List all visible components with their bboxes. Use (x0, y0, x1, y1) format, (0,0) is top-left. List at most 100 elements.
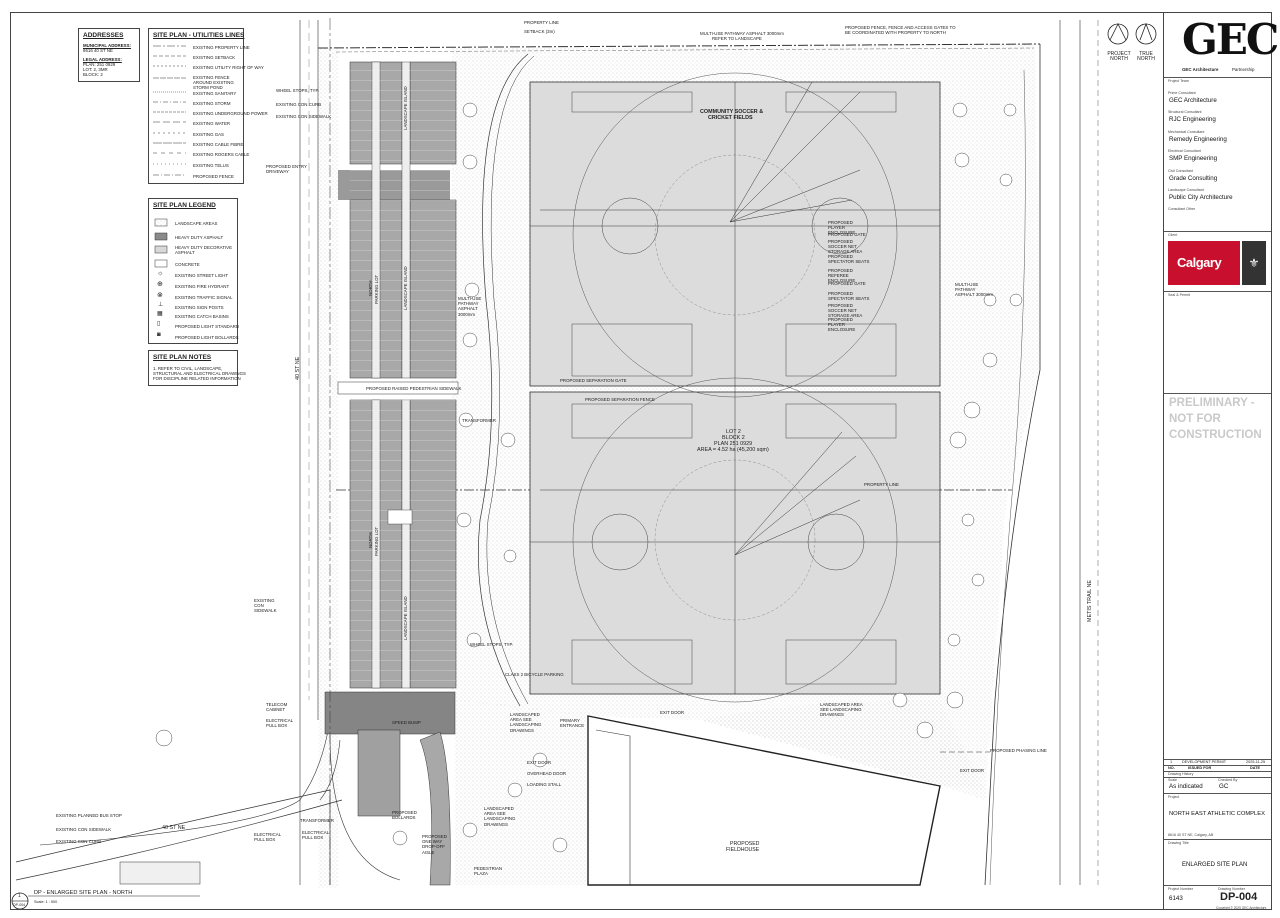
copyright: Copyright © 2025 GEC Architecture (1216, 906, 1267, 910)
notes-line: FOR DISCIPLINE RELATED INFORMATION (153, 376, 241, 381)
setback-line (335, 47, 1035, 53)
municipal-value: 8616 40 ST NE (83, 48, 113, 53)
label-landscape-island-2: LANDSCAPE ISLAND (403, 266, 408, 310)
utility-item: EXISTING CABLE FIBRE (193, 142, 244, 147)
label-wheel-stops: WHEEL STOPS, TYP. (276, 88, 320, 93)
prelim-stamp-2: NOT FOR (1169, 413, 1221, 425)
label-north-lot-s-2: PARKING LOT (374, 526, 379, 556)
drawing-title-ref: DP-004 (13, 903, 26, 907)
notes-title: SITE PLAN NOTES (153, 354, 212, 361)
label-landscape-area-3: LANDSCAPED AREA SEE LANDSCAPING DRAWINGS (820, 702, 863, 718)
project-team-label: Project Team (1168, 79, 1189, 83)
rev-date: 2025-11-25 (1246, 760, 1266, 764)
prime-label: Prime Consultant (1168, 91, 1196, 95)
crossing-island (387, 509, 413, 525)
cricket-circle-north (572, 72, 898, 398)
label-elec-pull-3: ELECTRICAL PULL BOX (302, 830, 329, 841)
legend-item: HEAVY DUTY DECORATIVE ASPHALT (175, 245, 233, 256)
south-road-4 (319, 739, 341, 801)
legend-item: EXISTING STREET LIGHT (175, 273, 229, 278)
label-primary-entrance: PRIMARY ENTRANCE (560, 718, 585, 729)
label-mup-west: MULTI-USE PATHWAY ASPHALT 3000mm (458, 296, 482, 317)
lot-label: AREA = 4.52 ha (45,200 sqm) (697, 447, 769, 453)
label-landscape-area-2: LANDSCAPED AREA SEE LANDSCAPING DRAWINGS (484, 806, 516, 827)
prelim-stamp: PRELIMINARY - (1169, 397, 1255, 409)
fire-hydrant-icon: ⊕ (157, 281, 163, 288)
dropoff-aisle (419, 731, 451, 886)
drawing-title-scale: Scale: 1 : 500 (34, 900, 58, 904)
south-road-1 (15, 789, 331, 885)
legend-item: EXISTING TRAFFIC SIGNAL (175, 295, 233, 300)
east-boundary-curve (984, 369, 1041, 886)
label-landscape-island-3: LANDSCAPE ISLAND (403, 596, 408, 640)
sign-post-icon: ⊥ (158, 302, 164, 308)
col-no: NO. (1168, 766, 1175, 770)
true-north-label: TRUE NORTH (1137, 51, 1155, 63)
rev-desc: DEVELOPMENT PERMIT (1182, 760, 1227, 764)
drawing-no-label: Drawing Number (1218, 887, 1245, 891)
legend-item: PROPOSED LIGHT STANDARD (175, 324, 239, 329)
utility-item: EXISTING TELUS (193, 163, 229, 168)
label-north-lot-s: NORTH (368, 532, 373, 548)
label-speed-bump: SPEED BUMP (392, 720, 421, 725)
label-fence-note: PROPOSED FENCE, FENCE AND ACCESS GATES T… (845, 25, 956, 30)
utility-item: EXISTING GAS (193, 132, 224, 137)
legend-title: SITE PLAN LEGEND (153, 202, 216, 209)
utility-item: EXISTING SETBACK (193, 55, 236, 60)
label-north-lot-2: PARKING LOT (374, 274, 379, 304)
label-gate-2: PROPOSED GATE (828, 281, 866, 286)
dropoff-lot (357, 729, 401, 817)
mechanical-value: Remedy Engineering (1169, 136, 1227, 143)
utilities-box: SITE PLAN - UTILITIES LINES EXISTING PRO… (148, 28, 268, 184)
municipal-label: MUNICIPAL ADDRESS: (83, 43, 131, 48)
label-mup: MULTI-USE PATHWAY ASPHALT 3000mm (700, 31, 784, 36)
label-ped-plaza: PEDESTRIAN PLAZA (474, 866, 503, 877)
label-north-lot: NORTH (368, 280, 373, 296)
label-con-curb-2: EXISTING CON CURB (56, 839, 102, 844)
label-property-line: PROPERTY LINE (524, 20, 559, 25)
city-crest-icon: ⚜ (1242, 241, 1266, 285)
legend-item: EXISTING SIGN POSTS (175, 305, 224, 310)
legend-item: PROPOSED LIGHT BOLLARDS (175, 335, 239, 340)
civil-value: Grade Consulting (1169, 175, 1218, 182)
north-arrows (1107, 22, 1157, 45)
label-player-encl: PROPOSED PLAYER ENCLOSURE (828, 220, 856, 236)
title-block: GEC GEC Architecture Partnership Project… (1163, 12, 1279, 910)
fieldhouse-label: PROPOSED (730, 841, 760, 847)
legend-item: CONCRETE (175, 262, 200, 267)
label-setback: SETBACK (3m) (524, 29, 555, 34)
label-exit-door: EXIT DOOR (660, 710, 685, 715)
label-player-encl-2: PROPOSED PLAYER ENCLOSURE (828, 317, 856, 333)
bus-stop-pad (119, 861, 201, 885)
landscape-strip-west (318, 48, 338, 888)
label-property-line-mid: PROPERTY LINE (864, 482, 899, 487)
drawing-title-text: DP - ENLARGED SITE PLAN - NORTH (34, 890, 133, 896)
street-light-icon: ☼ (157, 270, 164, 277)
scale-label: Scale (1168, 778, 1177, 782)
electrical-value: SMP Engineering (1169, 155, 1218, 162)
label-spectator: PROPOSED SPECTATOR SEATS (828, 254, 870, 265)
project-address: 8616 40 ST NE, Calgary, AB (1168, 833, 1214, 837)
street-label-west: 40 ST NE (295, 356, 301, 380)
label-con-sidewalk-3: EXISTING CON SIDEWALK (56, 827, 112, 832)
cricket-circle-south (572, 377, 898, 703)
client-label: Client (1168, 233, 1178, 237)
catch-basin-icon: ▦ (157, 311, 163, 317)
mechanical-label: Mechanical Consultant (1168, 130, 1205, 134)
legal-label: LEGAL ADDRESS: (83, 57, 122, 62)
landscape-label: Landscape Consultant (1168, 188, 1204, 192)
label-telecom: TELECOM CABINET (266, 702, 288, 713)
label-soccer-net: PROPOSED SOCCER NET STORAGE AREA (828, 239, 863, 255)
label-gate: PROPOSED GATE (828, 232, 866, 237)
legend-swatches (154, 218, 168, 268)
label-elec-pull: ELECTRICAL PULL BOX (266, 718, 293, 729)
scale-value: As indicated (1169, 783, 1203, 790)
trees (155, 102, 1023, 853)
label-entry: PROPOSED ENTRY (266, 164, 307, 169)
label-landscape-area: LANDSCAPED AREA SEE LANDSCAPING DRAWINGS (510, 712, 542, 733)
lot-label: LOT 2 (726, 429, 741, 435)
label-referee: PROPOSED REFEREE ENCLOSURE (828, 268, 856, 284)
east-landscape (700, 700, 985, 790)
